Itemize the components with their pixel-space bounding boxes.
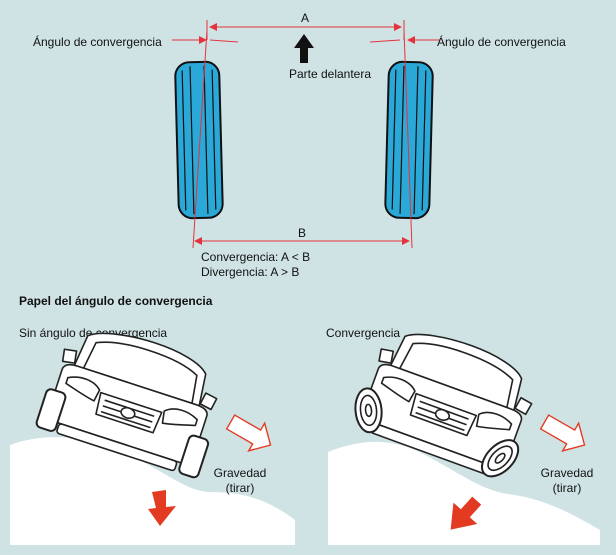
toe-out-formula: Divergencia: A > B [201, 265, 299, 279]
toe-angle-right-mark [369, 36, 440, 44]
dimension-a-label: A [301, 11, 309, 25]
right-gravity-label-1: Gravedad [541, 466, 594, 480]
right-pull-arrow-icon [539, 414, 586, 452]
right-gravity-label-2: (tirar) [553, 481, 582, 495]
front-arrow-icon [294, 34, 314, 63]
toe-angle-left-label: Ángulo de convergencia [33, 34, 162, 49]
toe-angle-left-mark [172, 36, 239, 44]
left-gravity-arrow-icon [148, 490, 176, 526]
right-car-icon [354, 333, 533, 478]
left-gravity-label-1: Gravedad [214, 466, 267, 480]
right-tire [384, 60, 434, 220]
right-gravity-arrow-icon [450, 496, 482, 530]
right-panel-ground [328, 441, 600, 545]
toe-in-formula: Convergencia: A < B [201, 250, 310, 264]
section-title: Papel del ángulo de convergencia [19, 294, 213, 308]
left-tire [174, 60, 224, 220]
left-car-icon [35, 332, 218, 479]
front-label: Parte delantera [289, 67, 371, 81]
left-tire-centerline [192, 29, 208, 249]
left-panel-ground [10, 437, 295, 545]
right-tire-centerline [403, 29, 413, 249]
left-gravity-label-2: (tirar) [226, 481, 255, 495]
left-pull-arrow-icon [225, 414, 272, 452]
toe-angle-right-label: Ángulo de convergencia [437, 34, 566, 49]
dimension-b-label: B [298, 226, 306, 240]
right-panel-title: Convergencia [326, 326, 400, 340]
